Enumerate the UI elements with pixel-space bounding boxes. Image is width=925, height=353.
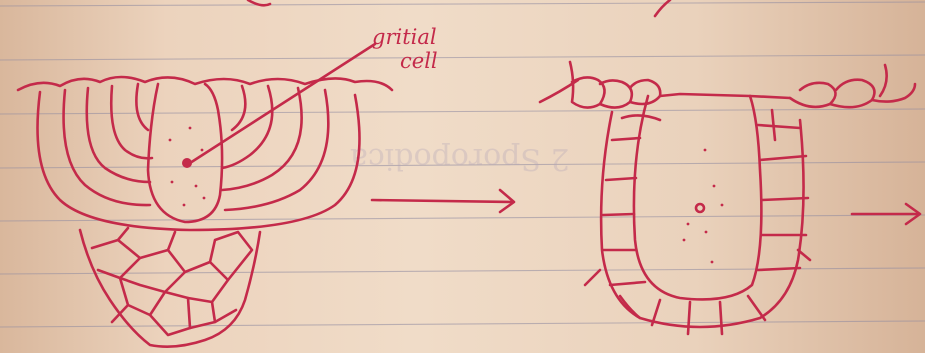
diagram-initial-stage xyxy=(18,44,392,347)
bleed-through-text: 2 Sporopodica xyxy=(350,141,570,176)
initial-cell-label: gritial cell xyxy=(372,25,438,73)
arrow-1 xyxy=(372,190,514,212)
label-line1: gritial xyxy=(372,25,437,49)
label-line2: cell xyxy=(400,49,438,73)
top-handwriting-fragment xyxy=(248,0,670,16)
arrow-2 xyxy=(852,204,920,224)
inner-nucleus xyxy=(696,204,704,212)
diagram-later-stage xyxy=(540,62,915,334)
